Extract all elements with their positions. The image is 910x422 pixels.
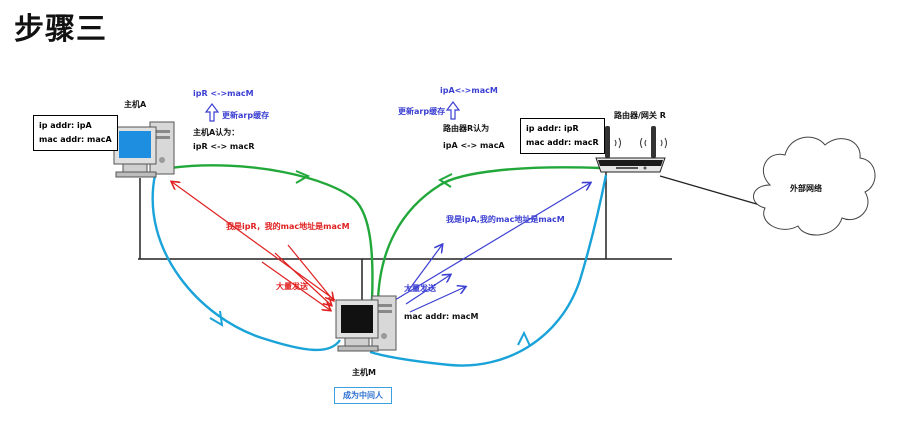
host-a-ip: ip addr: ipA — [39, 121, 92, 130]
internet-cloud — [753, 136, 876, 236]
spoof-message-to-router: 我是ipA,我的mac地址是macM — [446, 215, 565, 224]
update-arrow-r — [445, 101, 461, 120]
flood-label-a: 大量发送 — [276, 282, 308, 291]
cloud-label: 外部网络 — [790, 184, 822, 193]
router-belief-value: ipA <-> macA — [443, 141, 505, 150]
spoof-replies-to-router — [394, 183, 590, 313]
router-update-label: 更新arp缓存 — [398, 107, 446, 116]
host-a-address-box: ip addr: ipA mac addr: macA — [33, 115, 118, 151]
router-cache-after: ipA<->macM — [440, 86, 498, 95]
host-a-computer-icon — [113, 121, 175, 178]
flood-label-router: 大量发送 — [404, 284, 436, 293]
host-m-name: 主机M — [352, 368, 376, 377]
router-belief-title: 路由器R认为 — [443, 124, 490, 133]
router-ip: ip addr: ipR — [526, 124, 579, 133]
host-a-name: 主机A — [124, 100, 147, 109]
router-address-box: ip addr: ipR mac addr: macR — [520, 118, 605, 154]
router-mac: mac addr: macR — [526, 138, 599, 147]
router-icon — [594, 126, 667, 173]
update-arrow-a — [204, 103, 220, 122]
router-wan-link — [659, 175, 761, 206]
host-a-update-label: 更新arp缓存 — [222, 111, 270, 120]
legit-traffic-green — [169, 164, 601, 301]
host-a-belief-title: 主机A认为： — [193, 128, 240, 137]
host-m-computer-icon — [335, 295, 397, 352]
router-name: 路由器/网关 R — [614, 111, 666, 120]
spoofed-traffic-cyan — [151, 174, 608, 367]
host-a-cache-after: ipR <->macM — [193, 89, 254, 98]
spoof-message-to-a: 我是ipR，我的mac地址是macM — [226, 222, 350, 231]
lan-bus — [138, 172, 672, 300]
page-title: 步骤三 — [14, 12, 107, 47]
host-a-mac: mac addr: macA — [39, 135, 112, 144]
host-a-belief-value: ipR <-> macR — [193, 142, 255, 151]
host-m-mac: mac addr: macM — [404, 312, 479, 321]
mitm-role-badge: 成为中间人 — [334, 387, 392, 404]
spoof-replies-to-host-a — [172, 182, 336, 310]
